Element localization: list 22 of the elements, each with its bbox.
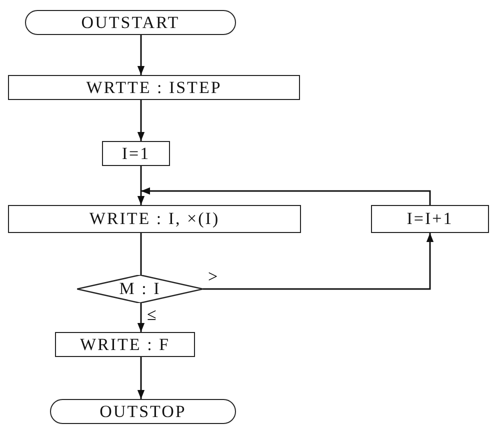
terminal-box <box>25 10 236 35</box>
process-box <box>55 332 195 357</box>
process-box <box>8 75 300 100</box>
arrow <box>137 35 145 75</box>
arrow <box>137 100 145 141</box>
arrow <box>137 303 145 332</box>
arrow <box>137 357 145 399</box>
node-label: WRITE : F <box>80 334 170 354</box>
process-box <box>102 141 170 166</box>
terminal-box <box>50 399 236 424</box>
node-label: OUTSTART <box>81 12 180 32</box>
arrow <box>137 166 145 205</box>
process-box <box>8 205 301 233</box>
node-label: OUTSTOP <box>100 402 186 422</box>
node-label: WRTTE : ISTEP <box>86 78 222 98</box>
node-label: I=I+1 <box>406 209 454 229</box>
arrow <box>203 233 434 290</box>
node-label: WRITE : I, ×(I) <box>89 209 220 229</box>
arrow <box>141 187 431 205</box>
node-label: M : I <box>119 279 161 299</box>
process-box <box>371 205 489 233</box>
node-label: I=1 <box>122 144 150 164</box>
